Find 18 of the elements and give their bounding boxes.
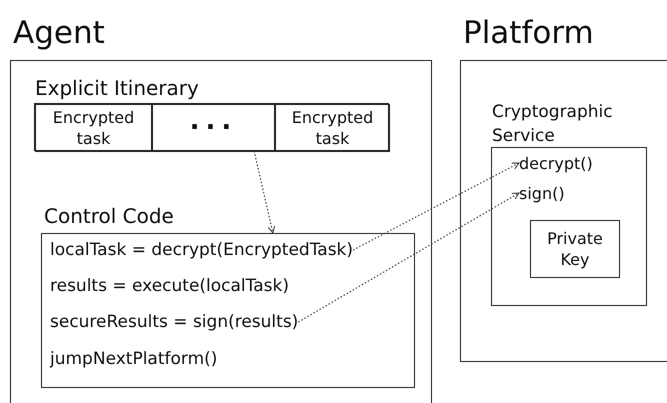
arrow xyxy=(254,150,276,234)
code-line: jumpNextPlatform() xyxy=(50,347,218,371)
cell: Encrypted task xyxy=(275,104,390,152)
arrow xyxy=(352,162,520,250)
ellipsis-cell: ... xyxy=(152,104,275,152)
code-line: results = execute(localTask) xyxy=(50,274,289,298)
arrow xyxy=(298,192,520,322)
code-line: decrypt() xyxy=(519,152,593,174)
code-line: localTask = decrypt(EncryptedTask) xyxy=(50,238,354,262)
section-heading: Platform xyxy=(463,15,594,52)
section-heading: Agent xyxy=(13,15,105,52)
section-heading: Explicit Itinerary xyxy=(35,76,199,100)
section-heading: Cryptographic Service xyxy=(492,101,614,148)
section-heading: Control Code xyxy=(44,204,174,228)
cell: Private Key xyxy=(530,220,620,278)
code-line: sign() xyxy=(519,182,565,204)
cell: Encrypted task xyxy=(35,104,152,152)
code-line: secureResults = sign(results) xyxy=(50,310,298,334)
